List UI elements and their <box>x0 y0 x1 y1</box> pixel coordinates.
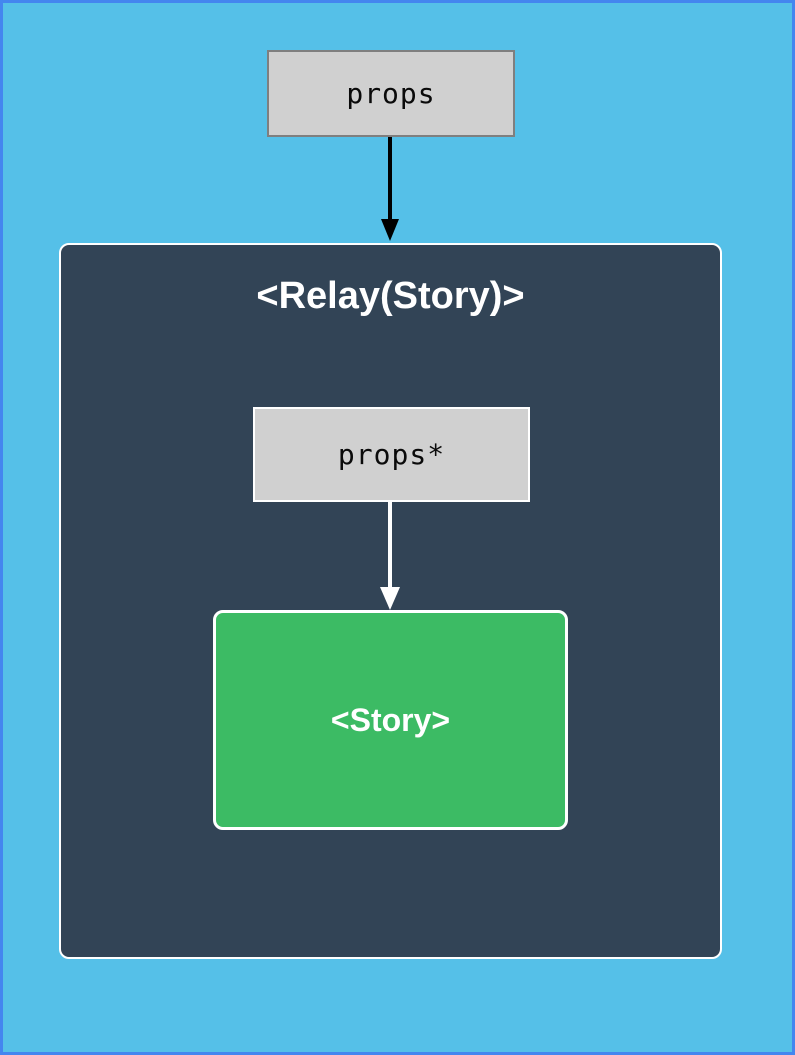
story-box-label: <Story> <box>330 701 451 738</box>
props-star-box-label: props* <box>337 438 446 471</box>
relay-story-title: <Relay(Story)> <box>256 275 525 317</box>
props-star-box: props* <box>253 407 530 502</box>
props-arrow-down-head <box>381 219 399 241</box>
props-box-label: props <box>346 77 436 110</box>
props-star-arrow-line <box>388 502 392 588</box>
story-box: <Story> <box>213 610 568 830</box>
relay-story-container: <Relay(Story)> props* <Story> <box>59 243 722 959</box>
props-box: props <box>267 50 515 137</box>
props-star-arrow-down-head <box>380 587 400 610</box>
props-arrow-line <box>388 137 392 221</box>
